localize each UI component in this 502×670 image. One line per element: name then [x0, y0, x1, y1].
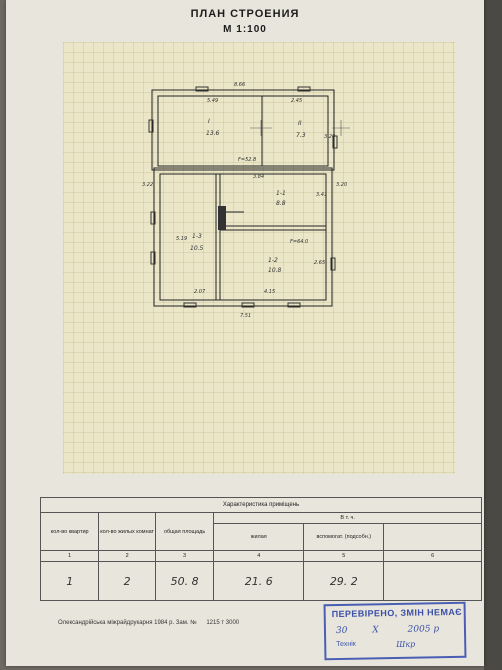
room-area: 7.3 — [296, 132, 306, 139]
area-outer-upper: F=52.8 — [238, 157, 256, 163]
dim-left-lower: 5.19 — [176, 236, 187, 242]
value-rooms: 2 — [98, 561, 156, 601]
header-total: общая площадь — [154, 512, 215, 551]
window-mark — [297, 86, 311, 92]
dim-right-lower: 2.65 — [314, 260, 325, 266]
dim-right-upper: 3.20 — [336, 182, 347, 188]
window-mark — [148, 119, 154, 133]
room-area: 8.8 — [276, 200, 286, 207]
page-shadow-strip — [484, 0, 502, 670]
room-label: 1-3 — [192, 233, 202, 240]
window-mark — [287, 302, 301, 308]
col-number: 3 — [154, 550, 215, 562]
dim-right-mid: 3.41 — [316, 192, 327, 198]
col-number: 6 — [383, 550, 482, 562]
col-number: 5 — [303, 550, 385, 562]
dim-room-right-bottom: 4.15 — [264, 289, 275, 295]
room-area: 10.8 — [268, 267, 282, 274]
value-extra — [383, 561, 482, 601]
dim-room-middle-top: 3.84 — [253, 174, 264, 180]
stamp-date-year: 2005 р — [407, 624, 440, 635]
floor-plan: 8.66 5.49 2.45 3.22 3.20 3.20 3.41 2.65 … — [142, 82, 350, 319]
area-outer-lower: F=64.0 — [290, 239, 308, 245]
header-living: жилая — [213, 523, 305, 551]
window-mark — [195, 86, 209, 92]
window-mark — [183, 302, 197, 308]
value-auxiliary: 29. 2 — [303, 561, 385, 601]
col-number: 1 — [39, 550, 100, 562]
wall-upper-outer — [151, 89, 335, 171]
room-label: II — [298, 120, 302, 127]
window-mark — [330, 257, 336, 271]
wall-lower-inner — [159, 173, 327, 301]
col-number: 4 — [213, 550, 305, 562]
document-title: ПЛАН СТРОЕНИЯ — [190, 8, 300, 20]
room-area: 10.5 — [190, 245, 204, 252]
window-mark — [150, 211, 156, 225]
header-rooms: кол-во жилых комнат — [98, 512, 156, 551]
verification-stamp: ПЕРЕВІРЕНО, ЗМІН НЕМАЄ 30 X 2005 р Техні… — [323, 601, 467, 661]
header-auxiliary: вспомогат. (подсобн.) — [303, 523, 385, 551]
value-apartments: 1 — [39, 561, 100, 601]
stamp-technician-signature: Шкр — [396, 639, 416, 649]
dim-bottom-total: 7.51 — [240, 313, 251, 319]
header-apartments: кол-во квартир — [39, 512, 100, 551]
print-order: 1215 т 3000 — [206, 620, 240, 626]
dim-room2-top: 2.45 — [291, 98, 302, 104]
col-number: 2 — [98, 550, 156, 562]
value-living: 21. 6 — [213, 561, 305, 601]
dim-room2-side: 3.20 — [324, 134, 335, 140]
dim-room1-top: 5.49 — [207, 98, 218, 104]
window-mark — [241, 302, 255, 308]
wall-upper-inner — [157, 95, 329, 167]
dim-left-upper: 3.22 — [142, 182, 153, 188]
room-label: 1-2 — [268, 257, 278, 264]
stamp-date-month: X — [372, 625, 379, 636]
table-caption: Характеристика приміщень — [40, 497, 482, 513]
stamp-date: 30 X 2005 р — [336, 624, 439, 636]
value-total: 50. 8 — [154, 561, 215, 601]
window-mark — [332, 135, 338, 149]
room-label: I — [208, 118, 210, 125]
room-label: 1-1 — [276, 190, 286, 197]
header-extra — [383, 523, 482, 551]
dim-room-left-bottom: 2.07 — [194, 289, 206, 295]
wall-lower-outer — [153, 167, 333, 307]
stamp-technician-label: Технік — [336, 640, 356, 649]
stove-mark — [218, 206, 226, 230]
document-sheet: ПЛАН СТРОЕНИЯ М 1:100 — [6, 0, 484, 666]
header-including: В т. ч. — [213, 512, 482, 524]
document-scale: М 1:100 — [223, 24, 267, 35]
window-mark — [150, 251, 156, 265]
premises-table: Характеристика приміщень кол-во квартир … — [39, 497, 482, 601]
room-area: 13.6 — [206, 130, 220, 137]
dim-top-total: 8.66 — [234, 82, 245, 88]
stamp-date-day: 30 — [335, 625, 348, 637]
stamp-text: ПЕРЕВІРЕНО, ЗМІН НЕМАЄ — [331, 606, 463, 620]
print-info: Олександрійська міжрайдрукарня 1984 р. З… — [58, 620, 239, 626]
print-info-text: Олександрійська міжрайдрукарня 1984 р. З… — [58, 620, 197, 626]
plan-grid — [63, 42, 455, 474]
